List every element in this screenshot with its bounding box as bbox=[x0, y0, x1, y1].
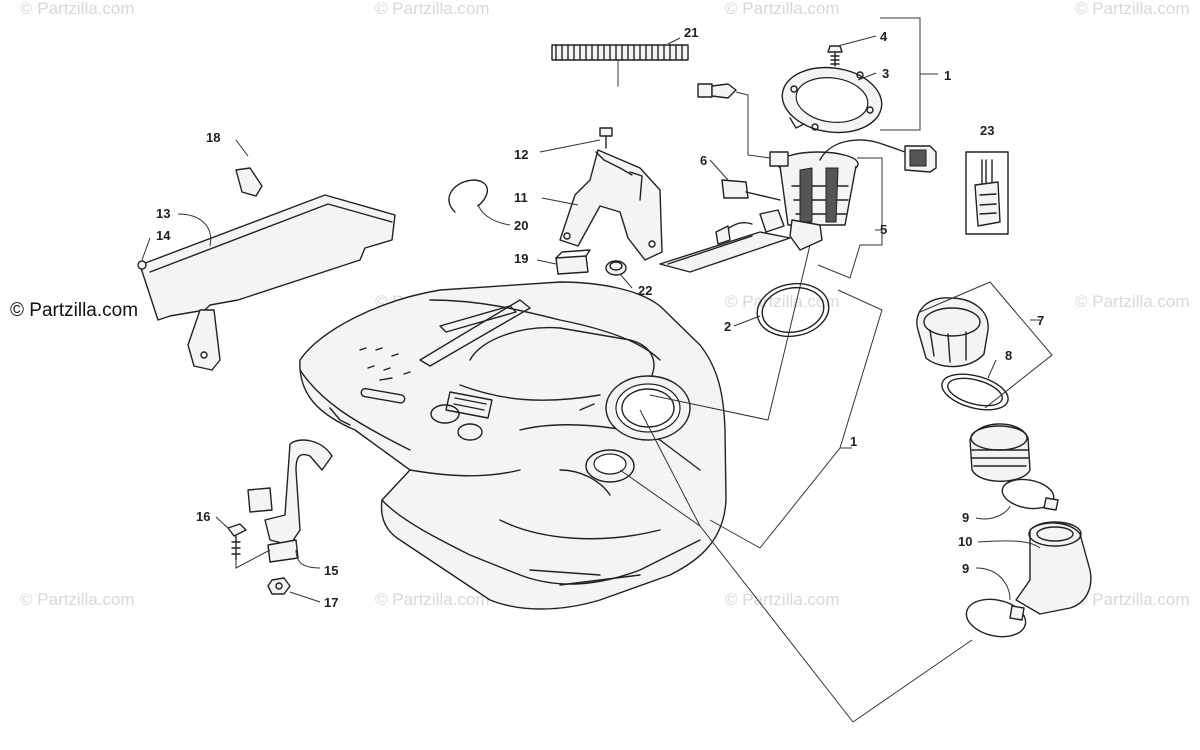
callout-label: 1 bbox=[944, 68, 951, 83]
part-8-cap-gasket bbox=[941, 373, 1009, 411]
watermark: © Partzilla.com bbox=[20, 0, 135, 18]
callout-label: 11 bbox=[514, 190, 528, 205]
part-22-plug bbox=[605, 260, 627, 276]
watermark: © Partzilla.com bbox=[725, 292, 840, 311]
callout-label: 17 bbox=[324, 595, 338, 610]
callout-label: 22 bbox=[638, 283, 652, 298]
callout-bracket-5 bbox=[817, 157, 883, 279]
callout-label: 8 bbox=[1005, 348, 1012, 363]
watermark: © Partzilla.com bbox=[1075, 0, 1190, 18]
watermark: © Partzilla.com bbox=[375, 0, 490, 18]
part-14-rivet bbox=[137, 260, 147, 270]
callout-label: 3 bbox=[882, 66, 889, 81]
callout-label: 12 bbox=[514, 147, 528, 162]
watermark-main: © Partzilla.com bbox=[10, 300, 138, 321]
callout-label: 20 bbox=[514, 218, 528, 233]
callout-label: 4 bbox=[880, 29, 888, 44]
callout-label: 13 bbox=[156, 206, 170, 221]
callout-label: 21 bbox=[684, 25, 698, 40]
watermark: © Partzilla.com bbox=[20, 590, 135, 609]
part-filler-neck bbox=[969, 423, 1031, 482]
part-12-bolt bbox=[599, 127, 613, 149]
part-9-clamp-lower bbox=[965, 598, 1027, 638]
part-21-sleeve bbox=[551, 44, 689, 88]
part-16-bolt bbox=[227, 523, 247, 561]
callout-label: 9 bbox=[962, 561, 969, 576]
callout-label: 23 bbox=[980, 123, 994, 138]
callout-labels: 1 1 2 3 4 5 6 7 8 9 9 10 11 12 13 14 15 … bbox=[156, 25, 1044, 610]
callout-label: 2 bbox=[724, 319, 731, 334]
watermark: © Partzilla.com bbox=[375, 590, 490, 609]
part-20-clip bbox=[448, 179, 489, 213]
watermark: © Partzilla.com bbox=[725, 590, 840, 609]
part-13-heat-shield bbox=[139, 194, 396, 371]
part-19-pad bbox=[555, 249, 591, 275]
part-17-nut bbox=[267, 577, 291, 595]
callout-label: 10 bbox=[958, 534, 972, 549]
callout-label: 14 bbox=[156, 228, 171, 243]
callout-bracket-1-top bbox=[880, 17, 938, 131]
watermark: © Partzilla.com bbox=[1075, 590, 1190, 609]
part-3-retaining-ring bbox=[781, 66, 883, 134]
callout-label: 6 bbox=[700, 153, 707, 168]
part-2-gasket bbox=[756, 282, 830, 338]
part-1-fuel-tank bbox=[299, 281, 727, 610]
callout-bracket-7 bbox=[919, 281, 1053, 409]
leader-15-16 bbox=[235, 549, 271, 569]
part-23-harness bbox=[965, 151, 1009, 235]
part-15-strap bbox=[247, 439, 333, 563]
watermark: © Partzilla.com bbox=[1075, 292, 1190, 311]
part-7-fuel-cap bbox=[916, 297, 989, 368]
part-4-screw bbox=[827, 45, 843, 67]
callout-label: 5 bbox=[880, 222, 887, 237]
part-18-fuel-hose bbox=[235, 74, 771, 197]
watermarks: © Partzilla.com © Partzilla.com © Partzi… bbox=[10, 0, 1190, 609]
callout-label: 15 bbox=[324, 563, 338, 578]
leader-lines bbox=[141, 35, 1041, 603]
callout-label: 19 bbox=[514, 251, 528, 266]
part-10-hose bbox=[1015, 521, 1092, 615]
callout-label: 9 bbox=[962, 510, 969, 525]
callout-label: 1 bbox=[850, 434, 857, 449]
part-5-fuel-pump-assembly bbox=[659, 139, 937, 273]
callout-label: 18 bbox=[206, 130, 220, 145]
callout-label: 7 bbox=[1037, 313, 1044, 328]
callout-bracket-1-tank bbox=[619, 244, 973, 723]
part-11-bracket bbox=[559, 149, 663, 261]
part-9-clamp-upper bbox=[1001, 478, 1059, 511]
callout-label: 16 bbox=[196, 509, 210, 524]
watermark: © Partzilla.com bbox=[725, 0, 840, 18]
